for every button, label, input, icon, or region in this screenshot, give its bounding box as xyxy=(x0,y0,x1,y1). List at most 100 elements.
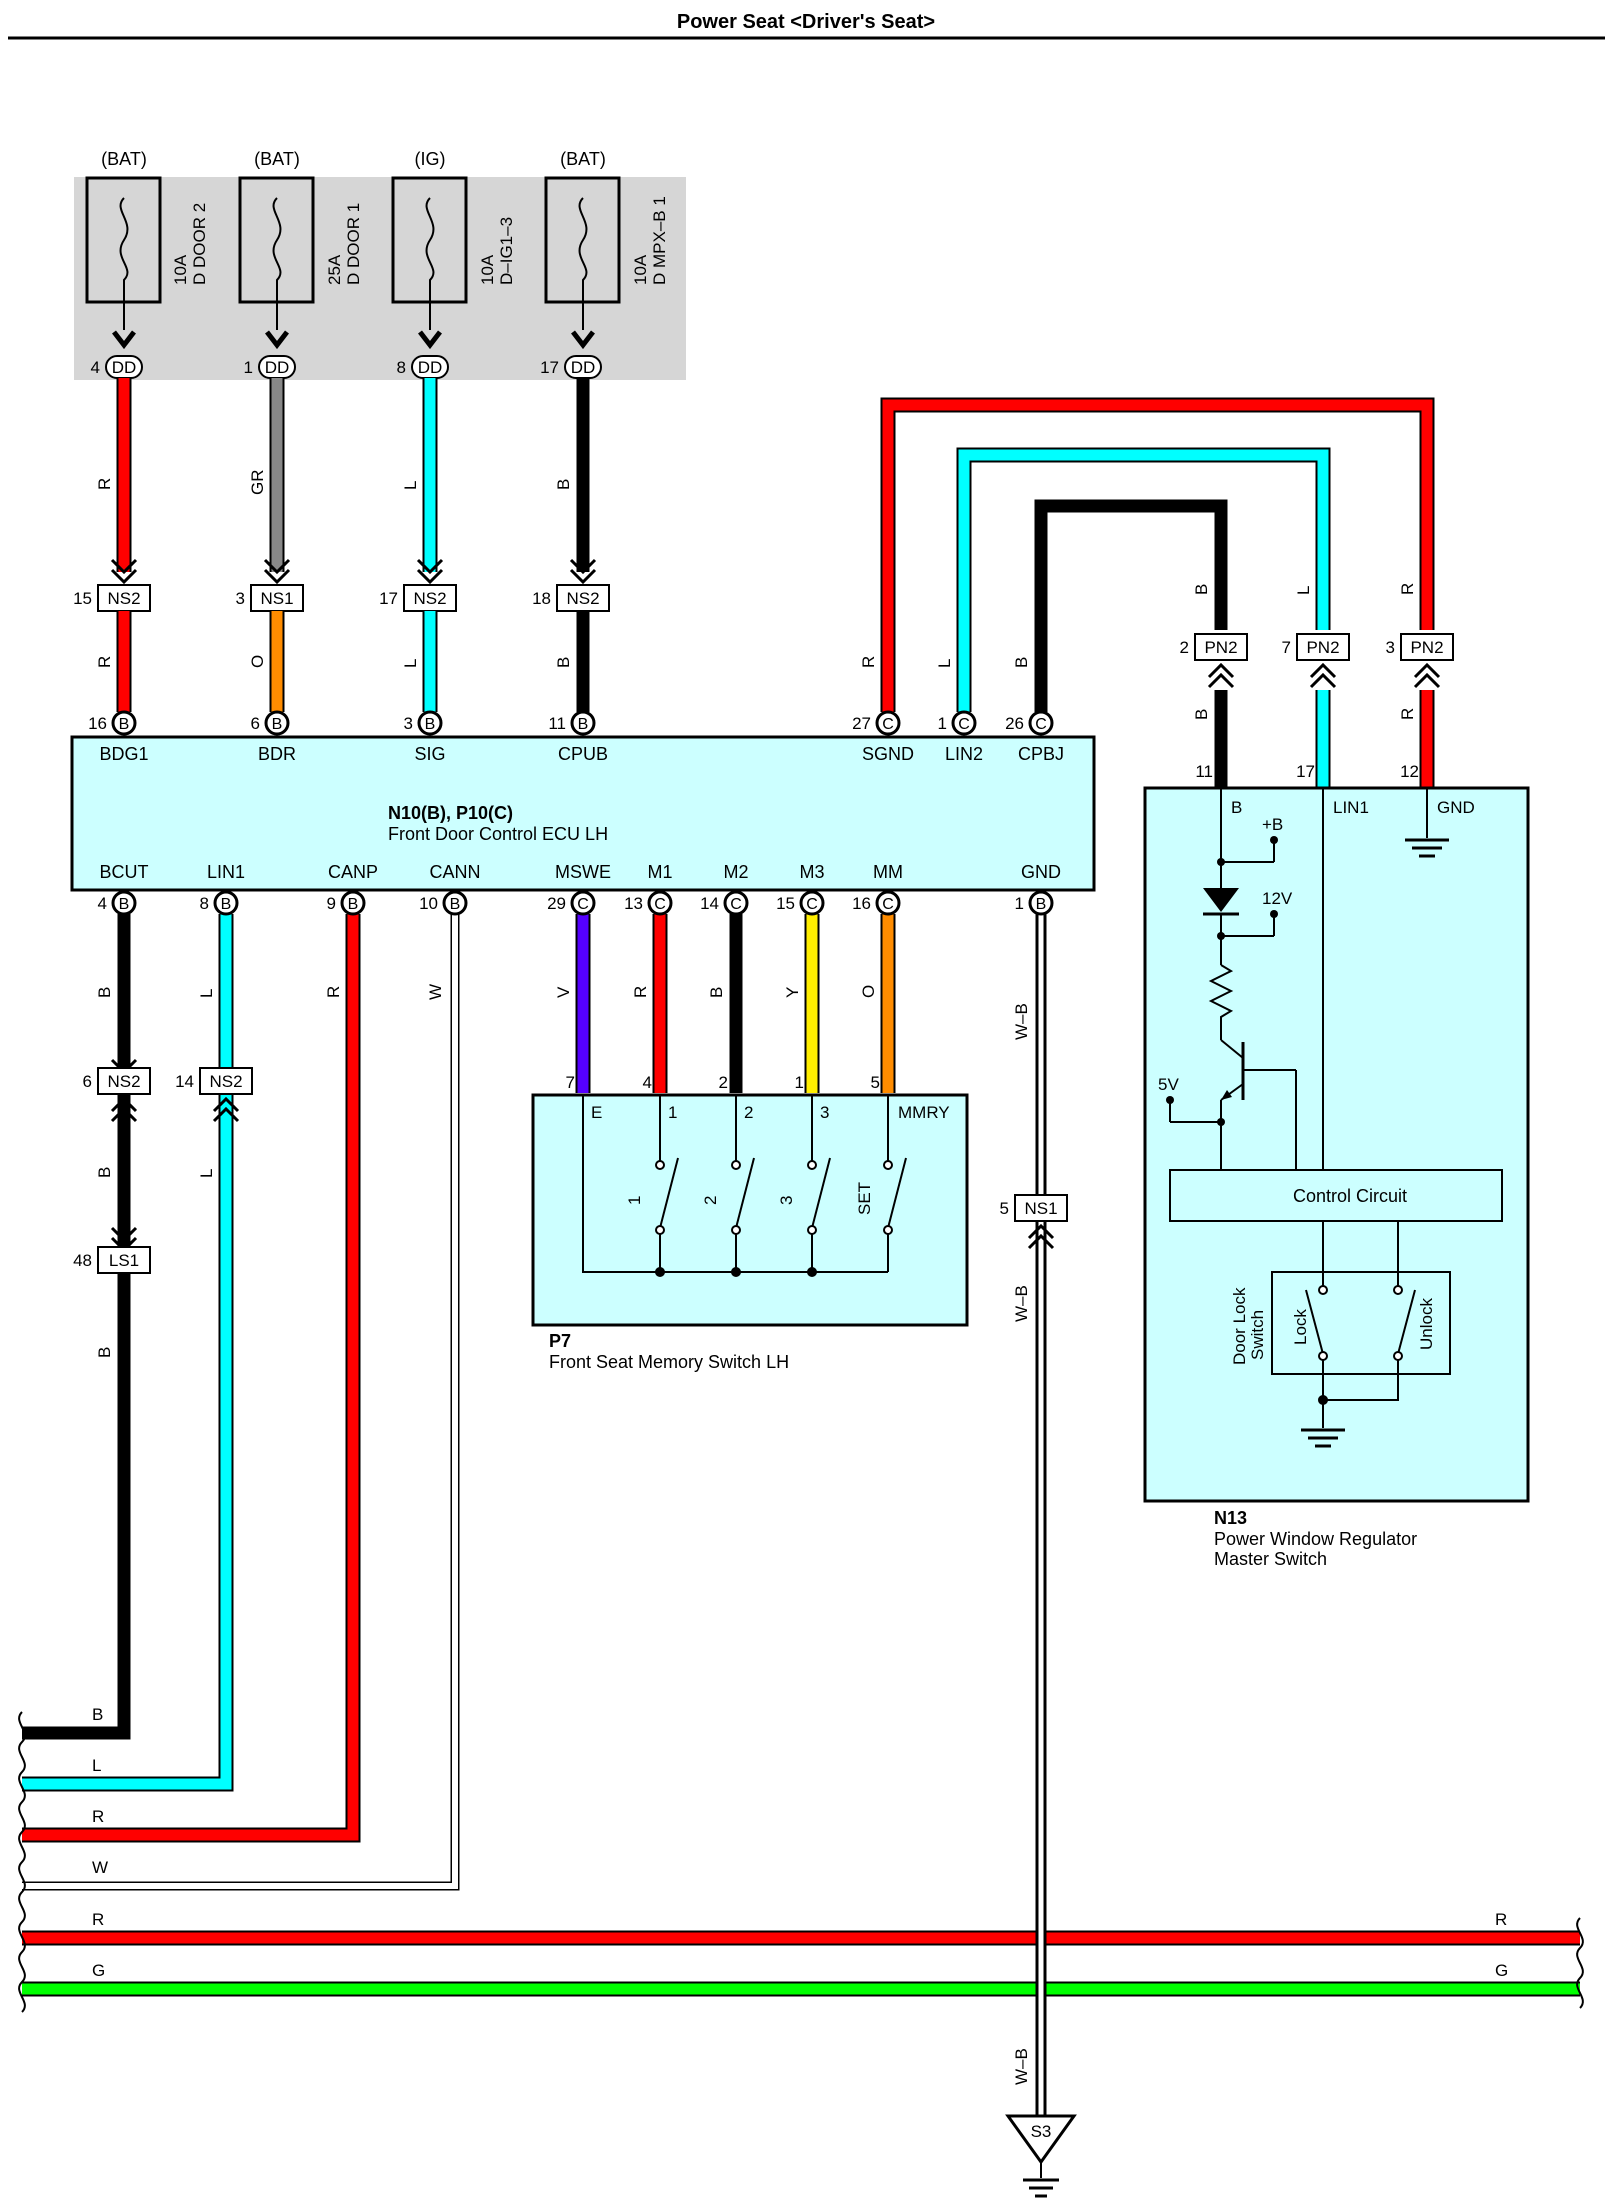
svg-text:B: B xyxy=(95,1167,114,1178)
svg-text:Door Lock: Door Lock xyxy=(1230,1287,1249,1365)
svg-text:R: R xyxy=(1398,708,1417,720)
svg-text:2: 2 xyxy=(719,1073,728,1092)
svg-text:R: R xyxy=(1398,583,1417,595)
svg-text:Switch: Switch xyxy=(1248,1310,1267,1360)
svg-text:B: B xyxy=(554,657,573,668)
fuse-name: D MPX–B 1 xyxy=(650,196,669,285)
svg-text:B: B xyxy=(272,716,283,733)
svg-text:B: B xyxy=(1231,798,1242,817)
connector-pn2 xyxy=(1400,633,1454,661)
svg-text:6: 6 xyxy=(83,1072,92,1091)
svg-text:7: 7 xyxy=(566,1073,575,1092)
memory-switch-box xyxy=(531,1093,969,1327)
svg-text:3: 3 xyxy=(1386,638,1395,657)
ground-icon xyxy=(1301,1428,1345,1448)
break-line-right xyxy=(1576,1917,1584,2009)
svg-text:29: 29 xyxy=(547,894,566,913)
pn2-connectors: PN2 2 PN2 7 PN2 3 xyxy=(1180,633,1454,689)
svg-text:14: 14 xyxy=(700,894,719,913)
svg-text:15: 15 xyxy=(73,589,92,608)
left-bus-wires xyxy=(22,914,460,1891)
fuse-rating: 10A xyxy=(631,254,650,285)
fuse-3: (IG) 10A D–IG1–3 xyxy=(391,149,516,330)
ecu-name: N10(B), P10(C) xyxy=(388,803,513,823)
fuse-source: (BAT) xyxy=(560,149,606,169)
svg-text:R: R xyxy=(92,1807,104,1826)
svg-text:Control Circuit: Control Circuit xyxy=(1293,1186,1407,1206)
fuse-rating: 10A xyxy=(478,254,497,285)
svg-text:C: C xyxy=(730,896,742,913)
ground-icon xyxy=(1023,2178,1059,2198)
svg-text:LS1: LS1 xyxy=(109,1251,139,1270)
svg-text:C: C xyxy=(577,896,589,913)
svg-text:W–B: W–B xyxy=(1012,2048,1031,2085)
svg-text:12: 12 xyxy=(1400,762,1419,781)
ground-wire: W–B W–B W–B NS1 5 S3 xyxy=(1000,914,1077,2198)
svg-text:1: 1 xyxy=(668,1103,677,1122)
fuse-source: (IG) xyxy=(415,149,446,169)
svg-text:W–B: W–B xyxy=(1012,1285,1031,1322)
svg-text:NS2: NS2 xyxy=(107,589,140,608)
memory-switch-circuit: 1 2 3 SET xyxy=(582,1095,907,1277)
connector-ns2 xyxy=(97,1067,151,1095)
fuse-1: (BAT) 10A D DOOR 2 xyxy=(85,149,209,330)
svg-text:W–B: W–B xyxy=(1012,1003,1031,1040)
svg-text:9: 9 xyxy=(327,894,336,913)
svg-text:B: B xyxy=(95,987,114,998)
svg-text:L: L xyxy=(92,1756,101,1775)
svg-text:Y: Y xyxy=(783,987,802,998)
svg-text:LIN1: LIN1 xyxy=(207,862,245,882)
svg-text:CPUB: CPUB xyxy=(558,744,608,764)
svg-text:L: L xyxy=(401,659,420,668)
svg-text:GND: GND xyxy=(1021,862,1061,882)
svg-text:4: 4 xyxy=(91,358,100,377)
svg-text:18: 18 xyxy=(532,589,551,608)
svg-text:PN2: PN2 xyxy=(1410,638,1443,657)
svg-text:4: 4 xyxy=(643,1073,652,1092)
svg-text:Lock: Lock xyxy=(1291,1309,1310,1345)
svg-text:16: 16 xyxy=(852,894,871,913)
fuse-source: (BAT) xyxy=(101,149,147,169)
svg-text:G: G xyxy=(1495,1961,1508,1980)
svg-text:L: L xyxy=(1294,586,1313,595)
ecu-bottom-labels: BCUT LIN1 CANP CANN MSWE M1 M2 M3 MM GND xyxy=(100,862,1062,882)
svg-text:B: B xyxy=(92,1705,103,1724)
svg-text:MSWE: MSWE xyxy=(555,862,611,882)
connector-ns2 xyxy=(199,1067,253,1095)
memory-switch-pins: 7 4 2 1 5 E 1 2 3 MMRY xyxy=(566,1073,950,1122)
svg-text:C: C xyxy=(882,716,894,733)
svg-text:SGND: SGND xyxy=(862,744,914,764)
master-switch-pins: 11 17 12 B LIN1 GND xyxy=(1195,762,1474,817)
svg-text:8: 8 xyxy=(397,358,406,377)
svg-text:C: C xyxy=(806,896,818,913)
svg-text:R: R xyxy=(631,986,650,998)
svg-text:5V: 5V xyxy=(1158,1075,1179,1094)
svg-text:L: L xyxy=(197,989,216,998)
svg-text:48: 48 xyxy=(73,1251,92,1270)
fuse-4: (BAT) 10A D MPX–B 1 xyxy=(544,149,669,330)
connector-ns xyxy=(97,584,151,612)
fuse-name: D DOOR 1 xyxy=(344,203,363,285)
svg-text:C: C xyxy=(882,896,894,913)
svg-text:M3: M3 xyxy=(799,862,824,882)
svg-text:G: G xyxy=(92,1961,105,1980)
connector-ns xyxy=(403,584,457,612)
svg-text:NS2: NS2 xyxy=(107,1072,140,1091)
svg-text:B: B xyxy=(578,716,589,733)
svg-text:DD: DD xyxy=(112,358,137,377)
break-line-left xyxy=(18,1711,26,2013)
fuse-icon xyxy=(425,197,435,330)
svg-text:17: 17 xyxy=(540,358,559,377)
master-switch-box xyxy=(1143,786,1530,1503)
svg-text:L: L xyxy=(401,481,420,490)
svg-text:11: 11 xyxy=(548,714,566,733)
svg-text:13: 13 xyxy=(624,894,643,913)
svg-text:R: R xyxy=(1495,1910,1507,1929)
svg-text:17: 17 xyxy=(1296,762,1315,781)
svg-text:6: 6 xyxy=(251,714,260,733)
svg-text:CANP: CANP xyxy=(328,862,378,882)
ecu-box xyxy=(70,735,1096,892)
svg-text:2: 2 xyxy=(744,1103,753,1122)
